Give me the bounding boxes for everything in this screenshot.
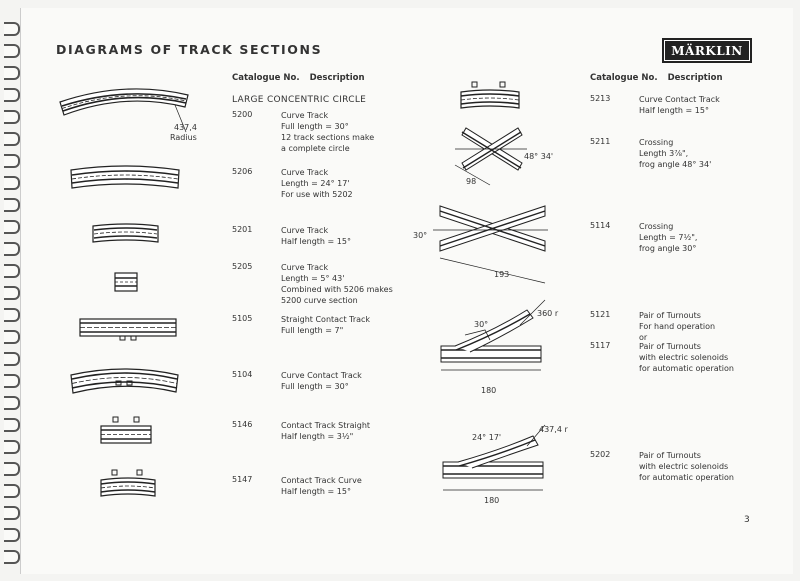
section-heading: LARGE CONCENTRIC CIRCLE (232, 95, 367, 105)
curve-track-5206-diagram (70, 165, 180, 189)
catalogue-number: 5205 (232, 262, 253, 271)
contact-track-5146-diagram (100, 416, 152, 444)
catalogue-header: Catalogue No. (232, 73, 300, 83)
marklin-logo: MÄRKLIN (662, 38, 752, 63)
contact-track-5104-diagram (70, 368, 179, 394)
crossing-length-label: 193 (494, 270, 509, 279)
turnout-length-label: 180 (484, 496, 499, 505)
page-number: 3 (744, 515, 750, 525)
catalogue-number: 5211 (590, 137, 611, 146)
turnout-5202-diagram (442, 424, 546, 491)
catalogue-number: 5114 (590, 221, 611, 230)
description-header: Description (309, 73, 365, 83)
catalogue-number: 5117 (590, 341, 611, 350)
turnout-radius-label: 437,4 r (539, 425, 568, 434)
right-column-header: Catalogue No. Description (590, 73, 723, 83)
catalogue-number: 5202 (590, 450, 611, 459)
crossing-5114-diagram (433, 205, 548, 284)
catalogue-number: 5147 (232, 475, 253, 484)
spiral-binding (0, 0, 22, 581)
left-column-header: Catalogue No. Description (232, 73, 365, 83)
radius-label: Radius (170, 133, 197, 142)
catalogue-number: 5213 (590, 94, 611, 103)
crossing-angle-label: 30° (413, 231, 427, 240)
catalogue-header: Catalogue No. (590, 73, 658, 83)
turnout-angle-label: 24° 17' (472, 433, 501, 442)
crossing-angle-label: 48° 34' (524, 152, 553, 161)
curve-track-5200-diagram (59, 88, 189, 133)
crossing-length-label: 98 (466, 177, 476, 186)
curve-track-5205-diagram (114, 272, 138, 292)
crossing-5211-diagram (454, 127, 527, 186)
turnout-length-label: 180 (481, 386, 496, 395)
description-header: Description (667, 73, 723, 83)
radius-value: 437,4 (174, 123, 197, 132)
catalogue-number: 5104 (232, 370, 253, 379)
catalogue-number: 5121 (590, 310, 611, 319)
catalogue-number: 5206 (232, 167, 253, 176)
turnout-radius-label: 360 r (537, 309, 559, 318)
turnout-angle-label: 30° (474, 320, 488, 329)
catalogue-number: 5200 (232, 110, 253, 119)
contact-track-5147-diagram (100, 469, 156, 497)
turnout-5121-diagram (440, 299, 546, 371)
catalogue-number: 5146 (232, 420, 253, 429)
catalogue-number: 5201 (232, 225, 253, 234)
contact-track-5105-diagram (79, 318, 177, 341)
contact-track-5213-diagram (460, 81, 520, 109)
catalogue-number: 5105 (232, 314, 253, 323)
page-title: DIAGRAMS OF TRACK SECTIONS (56, 42, 323, 57)
curve-track-5201-diagram (92, 223, 159, 243)
